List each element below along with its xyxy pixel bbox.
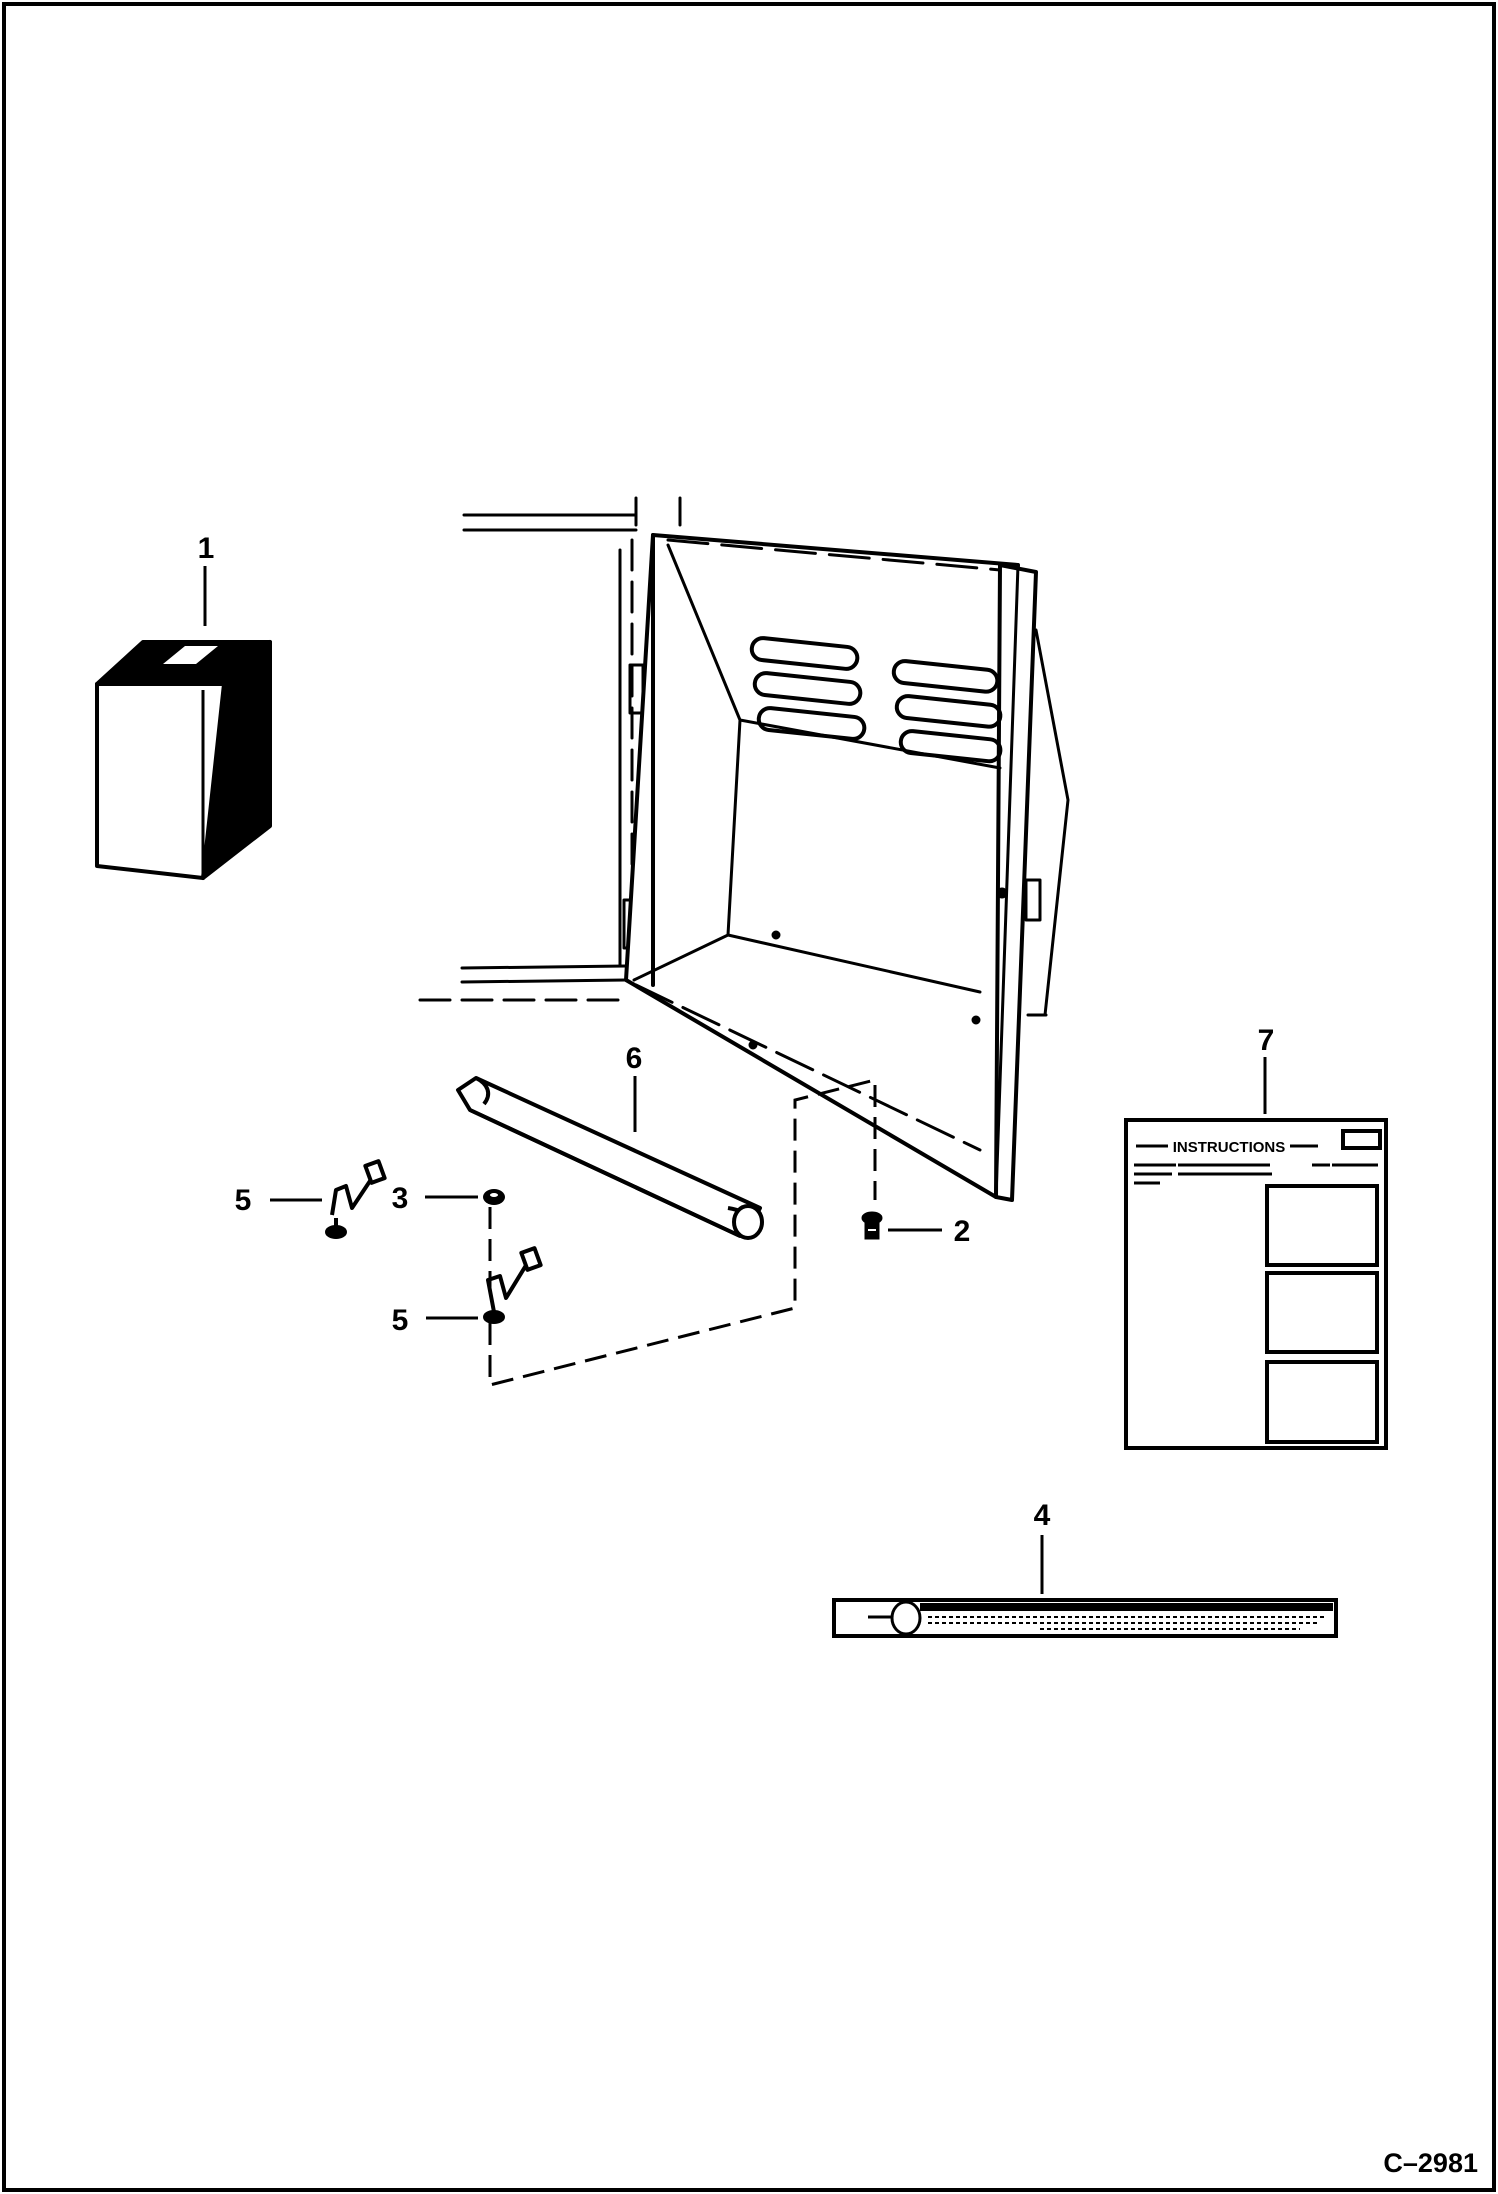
decal-strip-part [832, 1598, 1338, 1638]
trim-strip-part [456, 1076, 764, 1240]
clip-part-lower [483, 1246, 543, 1324]
callout-1: 1 [198, 532, 215, 565]
instruction-sheet-heading: INSTRUCTIONS [1173, 1139, 1286, 1156]
screw-part [861, 1211, 883, 1240]
clip-part-upper [325, 1159, 387, 1239]
callout-5a: 5 [235, 1184, 252, 1217]
callout-6: 6 [626, 1042, 643, 1075]
battery-part [95, 640, 272, 880]
panel-assembly [418, 496, 1070, 1202]
washer-part [483, 1189, 505, 1205]
instruction-sheet-part: INSTRUCTIONS [1124, 1118, 1388, 1450]
callout-4: 4 [1034, 1499, 1051, 1532]
callout-2: 2 [954, 1215, 971, 1248]
figure-id: C–2981 [1383, 2148, 1478, 2178]
callout-5b: 5 [392, 1304, 409, 1337]
callout-7: 7 [1258, 1024, 1275, 1057]
callout-3: 3 [392, 1182, 409, 1215]
